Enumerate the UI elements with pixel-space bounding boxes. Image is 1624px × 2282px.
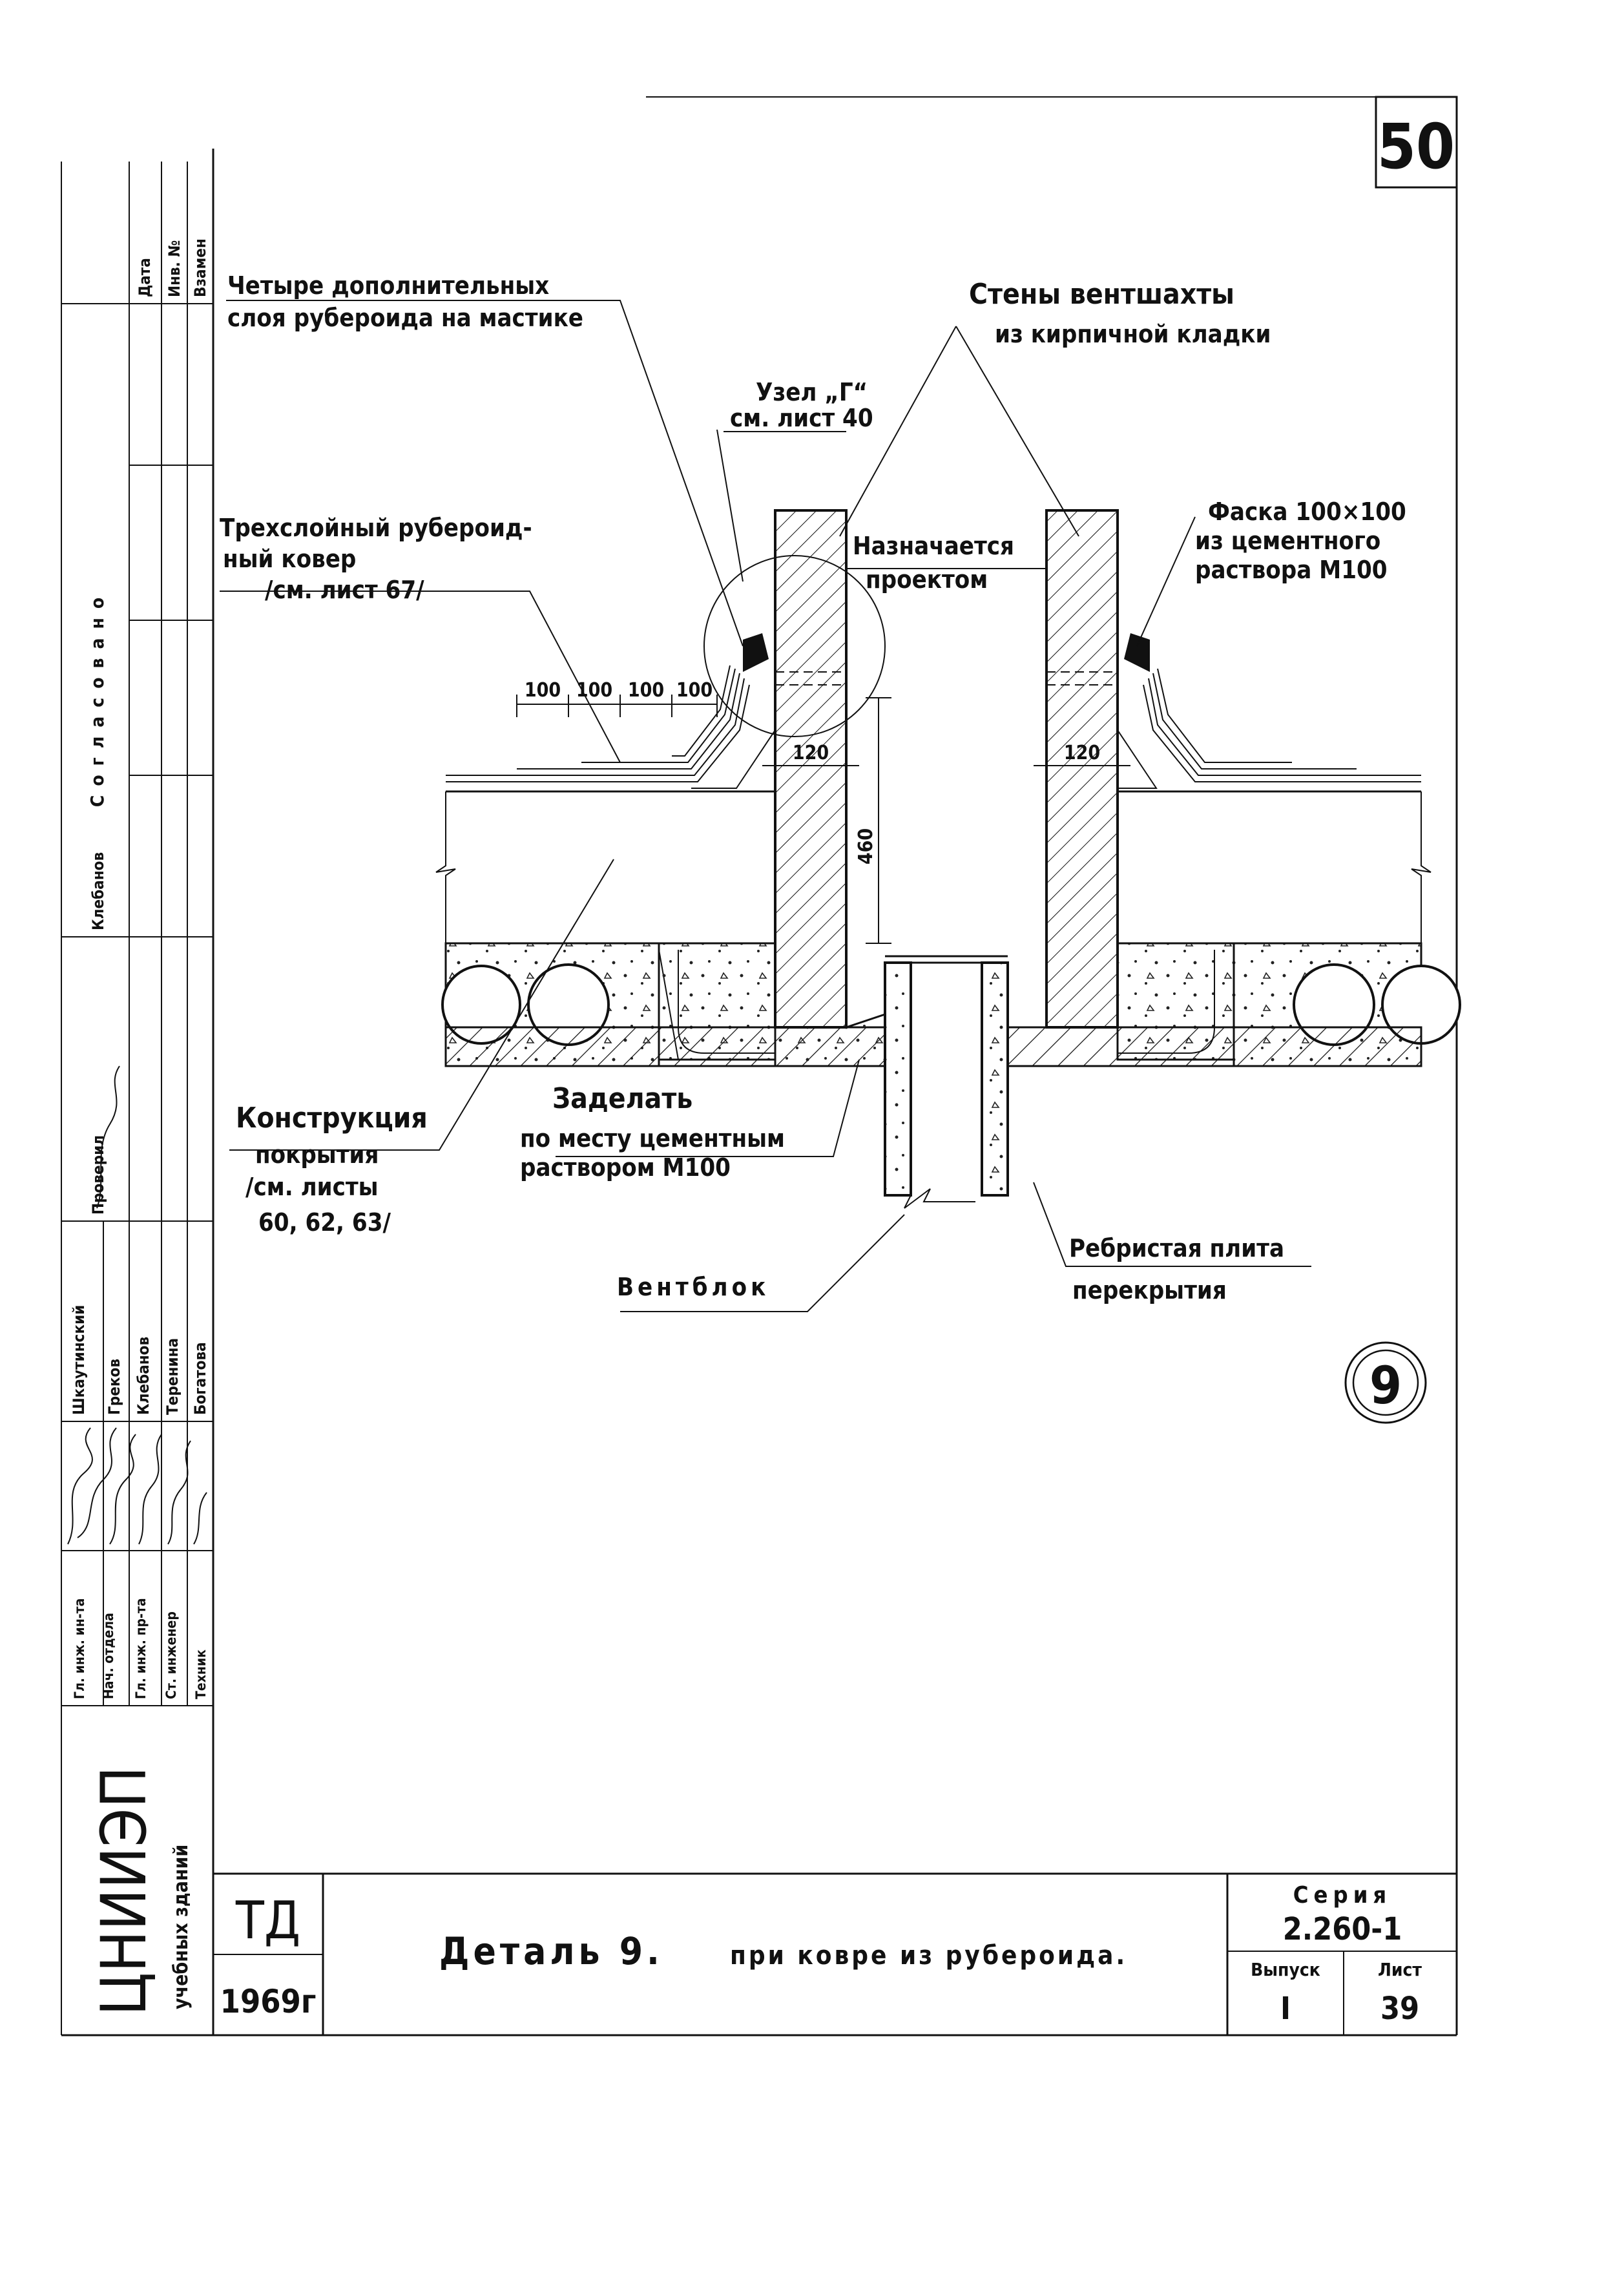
detail-marker-outer <box>1344 1341 1427 1424</box>
label-vent-walls-1: Стены вентшахты <box>969 278 1234 311</box>
checked-name-col: Клебанов <box>89 852 107 930</box>
name-klebanov: Клебанов <box>134 1337 152 1415</box>
series-label: Серия <box>1293 1882 1391 1909</box>
name-shkautinsky: Шкаутинский <box>70 1305 88 1415</box>
role-senior-engineer: Ст. инженер <box>163 1611 179 1699</box>
dim-wall-right: 120 <box>1064 742 1100 764</box>
org-name: ЦНИИЭП <box>88 1766 160 2016</box>
label-roof-2: покрытия <box>255 1140 379 1169</box>
carpet-left <box>446 665 776 789</box>
issue-value: I <box>1280 1991 1291 2027</box>
checked-label: Проверил <box>89 1135 107 1215</box>
label-ribbed-slab-1: Ребристая плита <box>1069 1234 1284 1262</box>
dim-step-3: 100 <box>628 679 664 702</box>
role-technician: Техник <box>193 1649 209 1699</box>
name-terenina: Теренина <box>163 1338 182 1415</box>
vent-wall-right <box>1045 509 1119 1029</box>
series-value: 2.260-1 <box>1283 1911 1402 1947</box>
vent-block <box>884 955 1009 1209</box>
label-roof-3: /см. листы <box>245 1173 379 1201</box>
label-vent-walls-2: из кирпичной кладки <box>995 320 1271 348</box>
ribbed-slab-right <box>1006 1026 1422 1067</box>
label-carpet-1: Трехслойный рубероид- <box>220 514 532 542</box>
mastic-left <box>743 633 769 672</box>
dim-steps <box>516 695 718 717</box>
issue-label: Выпуск <box>1251 1959 1320 1980</box>
label-roof-1: Конструкция <box>236 1102 428 1135</box>
leader-lines <box>220 300 1311 1312</box>
label-assigned-1: Назначается <box>853 532 1014 560</box>
name-bogatova: Богатова <box>191 1342 209 1415</box>
label-ventblock: Вентблок <box>617 1273 769 1301</box>
sheet-number-box: 50 <box>1375 96 1458 189</box>
signatures <box>67 1065 207 1545</box>
mastic-right <box>1124 633 1150 672</box>
label-seal-3: раствором М100 <box>520 1153 731 1182</box>
role-head-dept: Нач. отдела <box>101 1613 116 1699</box>
label-ruberoid-layers-1: Четыре дополнительных <box>227 271 549 300</box>
sheet-value: 39 <box>1380 1991 1419 2027</box>
approval-title: Согласовано <box>87 589 108 807</box>
title-block: ТД 1969г Деталь 9. при ковре из рубероид… <box>213 1872 1457 2035</box>
detail-marker-inner <box>1352 1349 1419 1416</box>
label-carpet-2: ный ковер <box>223 545 356 573</box>
section-drawing: 100 100 100 100 120 120 460 <box>220 300 1461 1424</box>
label-chamfer-2: из цементного <box>1195 527 1380 555</box>
dim-step-1: 100 <box>525 679 561 702</box>
label-assigned-2: проектом <box>866 565 988 594</box>
label-chamfer-3: раствора М100 <box>1195 556 1388 584</box>
role-chief-institute: Гл. инж. ин-та <box>72 1598 87 1699</box>
carpet-right <box>1117 668 1421 789</box>
label-seal-2: по месту цементным <box>520 1124 785 1153</box>
node-g-circle <box>703 555 886 737</box>
role-chief-project: Гл. инж. пр-та <box>133 1598 149 1699</box>
side-stamp: Дата Инв. № Взамен Согласовано Проверил … <box>61 162 213 2016</box>
label-ruberoid-layers-2: слоя рубероида на мастике <box>227 304 583 332</box>
detail-subtitle: при ковре из рубероида. <box>730 1941 1127 1971</box>
name-grekov: Греков <box>105 1359 123 1415</box>
label-chamfer-1: Фаска 100×100 <box>1208 497 1406 526</box>
sheet-number: 50 <box>1377 110 1455 183</box>
label-carpet-3: /см. лист 67/ <box>265 576 424 604</box>
vent-wall-left <box>774 509 848 1029</box>
approval-col-replace: Взамен <box>191 238 209 297</box>
label-node-1: Узел „Г“ <box>756 378 868 406</box>
code-td: ТД <box>235 1890 300 1951</box>
approval-col-inv: Инв. № <box>165 240 183 297</box>
annotation-labels: Четыре дополнительных слоя рубероида на … <box>220 271 1406 1304</box>
approval-col-date: Дата <box>136 258 154 297</box>
sheet-label: Лист <box>1378 1959 1422 1980</box>
label-roof-4: 60, 62, 63/ <box>258 1208 391 1237</box>
org-subtitle: учебных зданий <box>170 1845 193 2009</box>
sheet-frame <box>61 96 1458 2036</box>
label-seal-1: Заделать <box>552 1082 692 1115</box>
detail-marker-number: 9 <box>1369 1356 1402 1416</box>
label-ribbed-slab-2: перекрытия <box>1072 1276 1227 1304</box>
year: 1969г <box>220 1983 317 2020</box>
label-node-2: см. лист 40 <box>730 404 873 432</box>
detail-title: Деталь 9. <box>439 1929 663 1973</box>
dim-wall-left: 120 <box>793 742 829 764</box>
dim-step-4: 100 <box>676 679 713 702</box>
dim-height: 460 <box>855 828 877 864</box>
